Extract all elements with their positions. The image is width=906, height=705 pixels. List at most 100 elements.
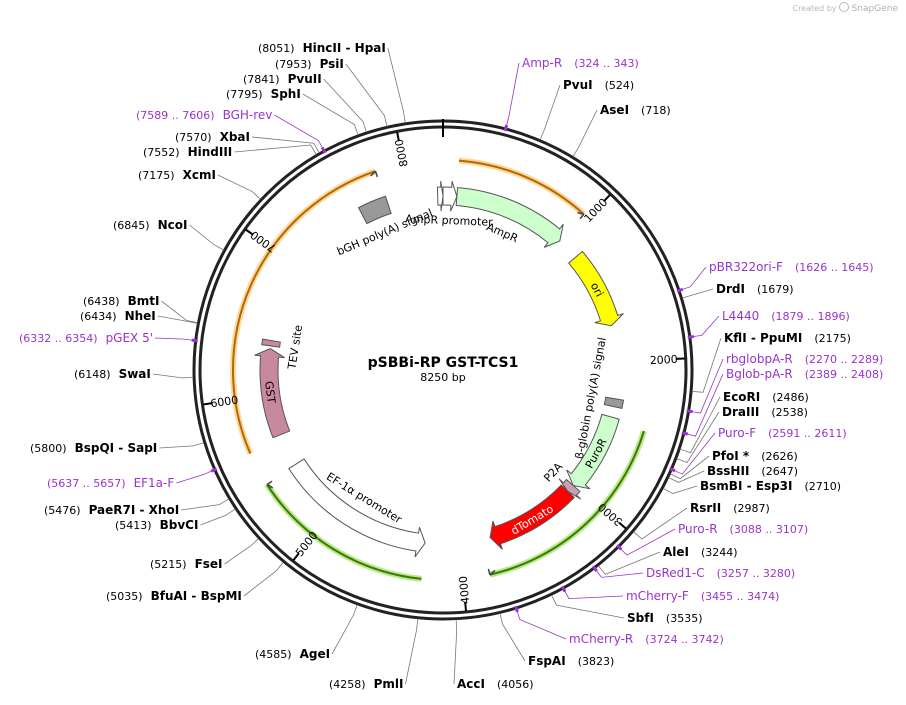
enzyme-label: (5413)BbvCI xyxy=(115,518,198,532)
leader-line xyxy=(499,613,526,662)
site-position: (8051) xyxy=(258,42,295,55)
site-position: (3088 .. 3107) xyxy=(730,523,809,536)
site-position: (524) xyxy=(605,79,635,92)
transcript-line xyxy=(232,170,376,454)
enzyme-label: (7175)XcmI xyxy=(138,168,216,182)
site-position: (2538) xyxy=(771,406,808,419)
transcript-line xyxy=(489,430,645,576)
leader-line xyxy=(689,358,724,414)
site-name: XbaI xyxy=(220,130,250,144)
leader-line xyxy=(663,485,698,494)
site-position: (3244) xyxy=(701,546,738,559)
site-position: (6434) xyxy=(80,310,117,323)
transcript-head xyxy=(370,170,379,178)
ruler-tick-label: 8000 xyxy=(393,138,411,168)
leader-line xyxy=(152,373,194,379)
enzyme-label: (7953)PsiI xyxy=(275,57,344,71)
site-name: mCherry-F xyxy=(626,589,689,603)
site-position: (6148) xyxy=(74,368,111,381)
site-name: DsRed1-C xyxy=(646,566,705,580)
leader-lines xyxy=(152,47,724,685)
ruler-tick xyxy=(292,552,300,561)
site-name: Amp-R xyxy=(522,56,562,70)
site-position: (718) xyxy=(641,104,671,117)
site-position: (3257 .. 3280) xyxy=(717,567,796,580)
feature-ampr-promoter-tail xyxy=(436,180,444,212)
enzyme-label: AseI(718) xyxy=(600,103,671,117)
site-name: PaeR7I - XhoI xyxy=(89,503,180,517)
leader-line xyxy=(323,78,367,133)
ruler-tick xyxy=(618,521,627,530)
site-position: (7841) xyxy=(243,73,280,86)
feature-label-gst: GST xyxy=(262,380,278,404)
site-name: XcmI xyxy=(183,168,216,182)
snapgene-logo-icon xyxy=(839,2,850,12)
leader-line xyxy=(539,84,561,140)
leader-line xyxy=(672,432,716,475)
ruler-tick xyxy=(464,601,467,611)
site-position: (7953) xyxy=(275,58,312,71)
site-name: BbvCI xyxy=(160,518,199,532)
leader-line xyxy=(157,315,198,324)
site-position: (7552) xyxy=(143,146,180,159)
leader-line xyxy=(618,528,676,556)
enzyme-label: SbfI(3535) xyxy=(627,611,703,625)
feature-gst xyxy=(254,347,291,439)
ruler-tick-label: 2000 xyxy=(649,353,678,367)
credit-prefix: Created by xyxy=(792,4,837,13)
credit-brand: SnapGene xyxy=(851,4,898,14)
leader-line xyxy=(331,604,358,655)
site-name: BGH-rev xyxy=(223,108,273,122)
leader-line xyxy=(682,288,714,299)
site-position: (5215) xyxy=(150,558,187,571)
enzyme-label: DraIII(2538) xyxy=(722,405,808,419)
primer-label: Puro-F(2591 .. 2611) xyxy=(718,426,847,440)
transcript-line xyxy=(266,483,422,580)
primer-label: (6332 .. 6354)pGEX 5' xyxy=(19,331,153,345)
feature-dtomato xyxy=(489,484,575,550)
enzyme-label: BsmBI - Esp3I(2710) xyxy=(700,479,841,493)
leader-line xyxy=(684,373,724,437)
site-position: (2710) xyxy=(804,480,841,493)
primer-label: mCherry-F (3455 .. 3474) xyxy=(626,589,779,603)
site-position: (6845) xyxy=(113,219,150,232)
site-position: (3823) xyxy=(578,655,615,668)
site-position: (2389 .. 2408) xyxy=(805,368,884,381)
ruler-tick xyxy=(396,132,400,142)
enzyme-label: RsrII(2987) xyxy=(690,501,770,515)
site-name: BspQI - SapI xyxy=(75,441,158,455)
leader-line xyxy=(690,315,720,338)
site-name: SphI xyxy=(271,87,301,101)
site-position: (7570) xyxy=(175,131,212,144)
site-name: PvuII xyxy=(288,72,322,86)
site-name: pBR322ori-F xyxy=(709,260,783,274)
site-name: BfuAI - BspMI xyxy=(151,589,242,603)
enzyme-label: (6845)NcoI xyxy=(113,218,187,232)
enzyme-label: EcoRI(2486) xyxy=(723,390,809,404)
enzyme-label: (7841) PvuII xyxy=(243,72,322,86)
primer-label: mCherry-R(3724 .. 3742) xyxy=(569,632,724,646)
transcript-head xyxy=(577,211,585,220)
ruler-tick xyxy=(203,402,213,406)
ruler-tick-label: 3000 xyxy=(596,500,626,528)
enzyme-label: AccI(4056) xyxy=(457,677,534,691)
site-position: (6332 .. 6354) xyxy=(19,332,98,345)
feature-label-ori: ori xyxy=(588,280,606,299)
site-position: (4056) xyxy=(497,678,534,691)
site-name: EcoRI xyxy=(723,390,760,404)
enzyme-label: FspAI(3823) xyxy=(528,654,614,668)
enzyme-label: (5215)FseI xyxy=(150,557,223,571)
site-position: (3455 .. 3474) xyxy=(701,590,780,603)
enzyme-label: (4585)AgeI xyxy=(255,647,330,661)
leader-line xyxy=(345,63,388,127)
leader-line xyxy=(234,144,317,155)
primer-label: (5637 .. 5657)EF1a-F xyxy=(47,476,174,490)
feature-puror xyxy=(566,413,620,490)
site-name: PmlI xyxy=(374,677,404,691)
transcript-head xyxy=(487,568,496,576)
snapgene-credit: Created by SnapGene xyxy=(792,2,898,14)
site-position: (324 .. 343) xyxy=(574,57,639,70)
leader-line xyxy=(670,455,710,480)
feature-p2a xyxy=(558,478,582,500)
